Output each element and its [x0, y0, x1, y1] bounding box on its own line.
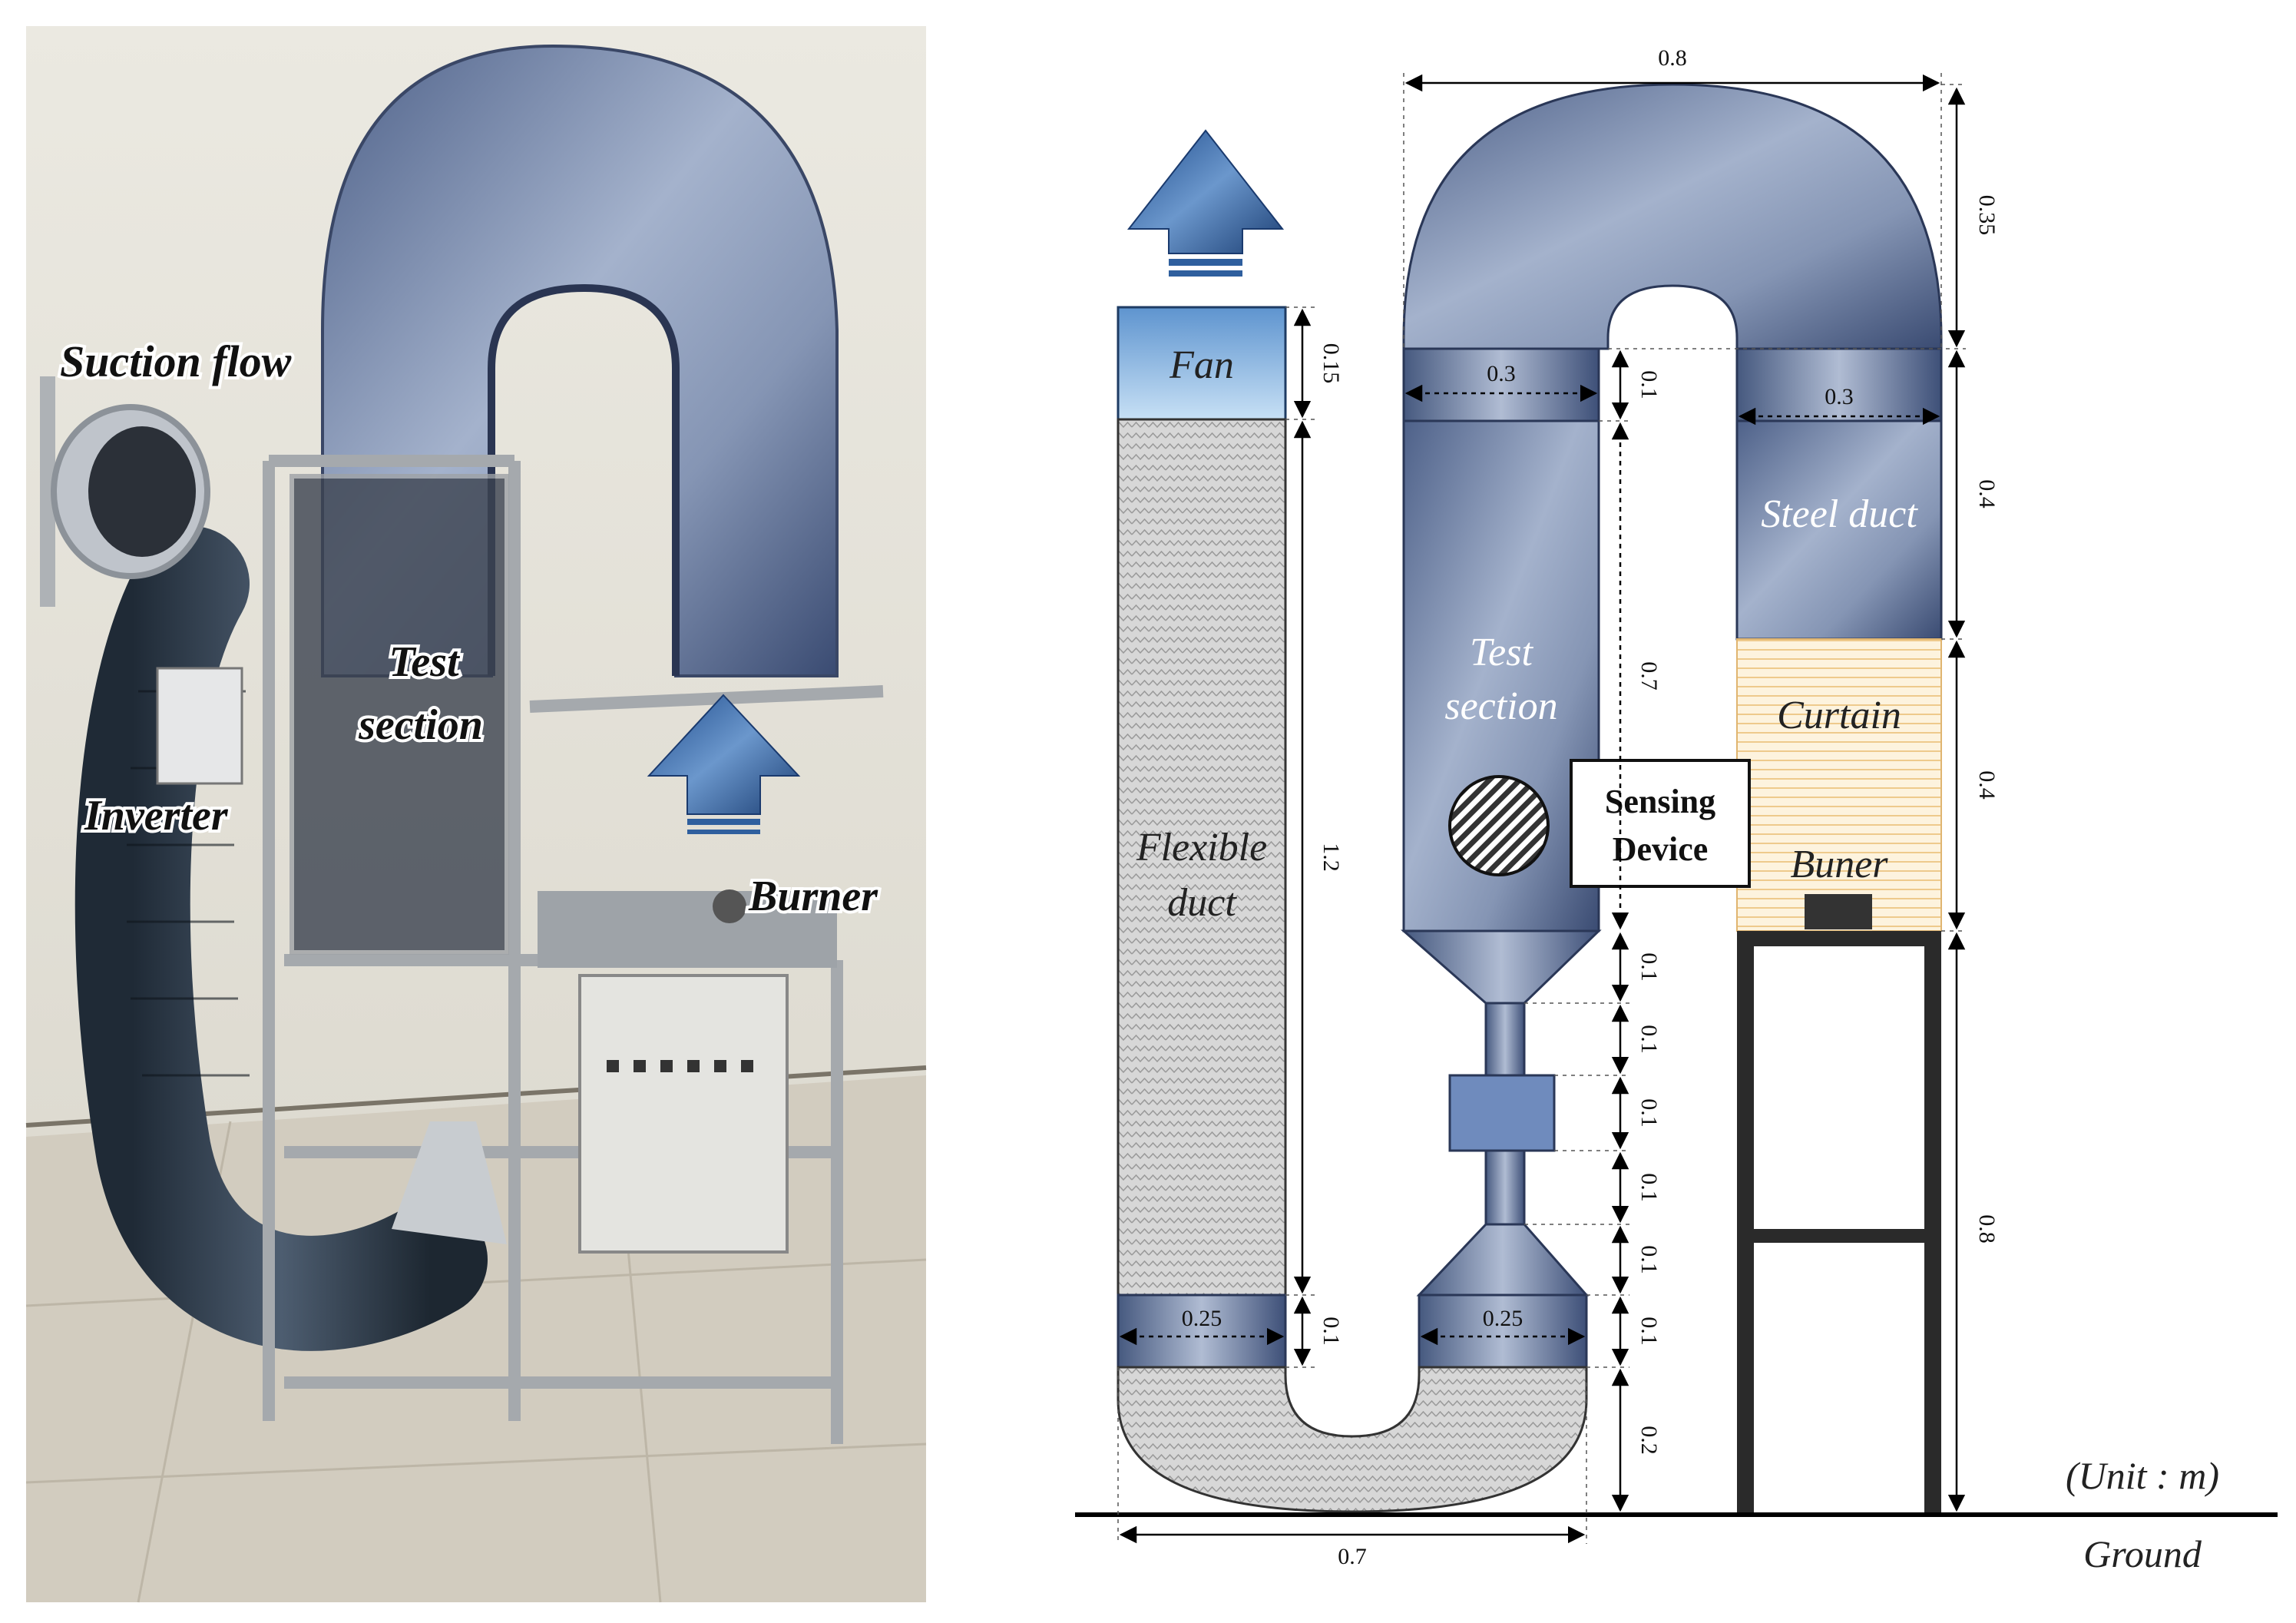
dim-taper-2: 0.1 — [1636, 1025, 1662, 1054]
upper-taper — [1401, 929, 1602, 1005]
dim-bottom-width: 0.7 — [1338, 1544, 1367, 1569]
label-unit: (Unit : m) — [2066, 1454, 2219, 1497]
dim-left-elbow-width: 0.3 — [1487, 361, 1516, 386]
label-fan: Fan — [1169, 343, 1234, 387]
dim-fan-height: 0.15 — [1318, 343, 1344, 384]
photo-flow-arrow — [647, 694, 801, 834]
dim-u-bend-height: 0.2 — [1636, 1426, 1662, 1455]
label-inverter: Inverter — [84, 792, 229, 840]
label-section: section — [1444, 684, 1557, 728]
dim-top-height: 0.35 — [1974, 195, 2000, 236]
lower-taper — [1416, 1223, 1590, 1297]
narrow-pipe-lower — [1484, 1149, 1526, 1226]
label-burner: Burner — [748, 873, 878, 920]
sensor-hatched-circle — [1448, 775, 1550, 876]
flexible-duct — [1117, 418, 1287, 1297]
dim-taper-3: 0.1 — [1636, 1098, 1662, 1128]
dim-steel-duct-height: 0.4 — [1974, 479, 2000, 508]
dim-taper-4: 0.1 — [1636, 1173, 1662, 1202]
dim-bottom-right-width: 0.25 — [1483, 1306, 1523, 1331]
dim-taper-5: 0.1 — [1636, 1245, 1662, 1274]
photo-control-box — [578, 974, 789, 1254]
dim-bottom-height: 0.1 — [1636, 1317, 1662, 1346]
dim-bend-out-height: 0.1 — [1636, 370, 1662, 399]
label-flexible: Flexible — [1136, 826, 1267, 869]
dim-right-elbow-width: 0.3 — [1825, 384, 1854, 409]
sensing-device-box — [1570, 759, 1751, 888]
dim-flexible-duct-height: 1.2 — [1318, 843, 1344, 872]
photo-burner-box — [538, 891, 837, 968]
photo-panel: Suction flow Test section Inverter Burne… — [25, 26, 927, 1603]
label-steel-duct: Steel duct — [1761, 492, 1918, 536]
top-bend — [1402, 83, 1943, 350]
label-photo-section: section — [358, 701, 483, 749]
steel-duct — [1735, 419, 1943, 641]
photo-test-section — [289, 474, 509, 955]
label-sensing: Sensing — [1605, 783, 1715, 820]
photo-flexible-hose — [74, 526, 488, 1351]
label-suction-flow: Suction flow — [60, 336, 292, 386]
dim-curtain-height: 0.4 — [1974, 770, 2000, 800]
label-test: Test — [1470, 631, 1533, 674]
label-ground: Ground — [2083, 1532, 2202, 1575]
u-bend — [1117, 1366, 1588, 1513]
label-duct: duct — [1167, 881, 1237, 925]
photo-cone — [392, 1121, 507, 1244]
label-buner: Buner — [1790, 843, 1888, 886]
label-device: Device — [1613, 830, 1709, 868]
sensor-housing — [1448, 1074, 1556, 1152]
dim-bottom-left-width: 0.25 — [1182, 1306, 1222, 1331]
diagram-flow-arrow — [1126, 129, 1285, 277]
narrow-pipe-upper — [1484, 1002, 1526, 1077]
extension-lines — [1117, 73, 1966, 1544]
dim-taper-1: 0.1 — [1636, 952, 1662, 982]
photo-inverter — [156, 667, 243, 785]
schematic-diagram: Fan Flexible duct Test section Steel duc… — [1075, 45, 2278, 1575]
dim-bottom-left-height: 0.1 — [1318, 1317, 1344, 1346]
dim-stand-height: 0.8 — [1974, 1214, 2000, 1244]
label-curtain: Curtain — [1777, 694, 1901, 737]
burner-stand — [1737, 931, 1941, 1513]
dimension-lines — [1119, 74, 1966, 1544]
label-photo-test: Test — [389, 638, 460, 686]
dim-top-width: 0.8 — [1658, 45, 1687, 71]
dim-test-section-height: 0.7 — [1636, 661, 1662, 691]
curtain — [1736, 638, 1942, 932]
burner-block — [1805, 894, 1872, 929]
